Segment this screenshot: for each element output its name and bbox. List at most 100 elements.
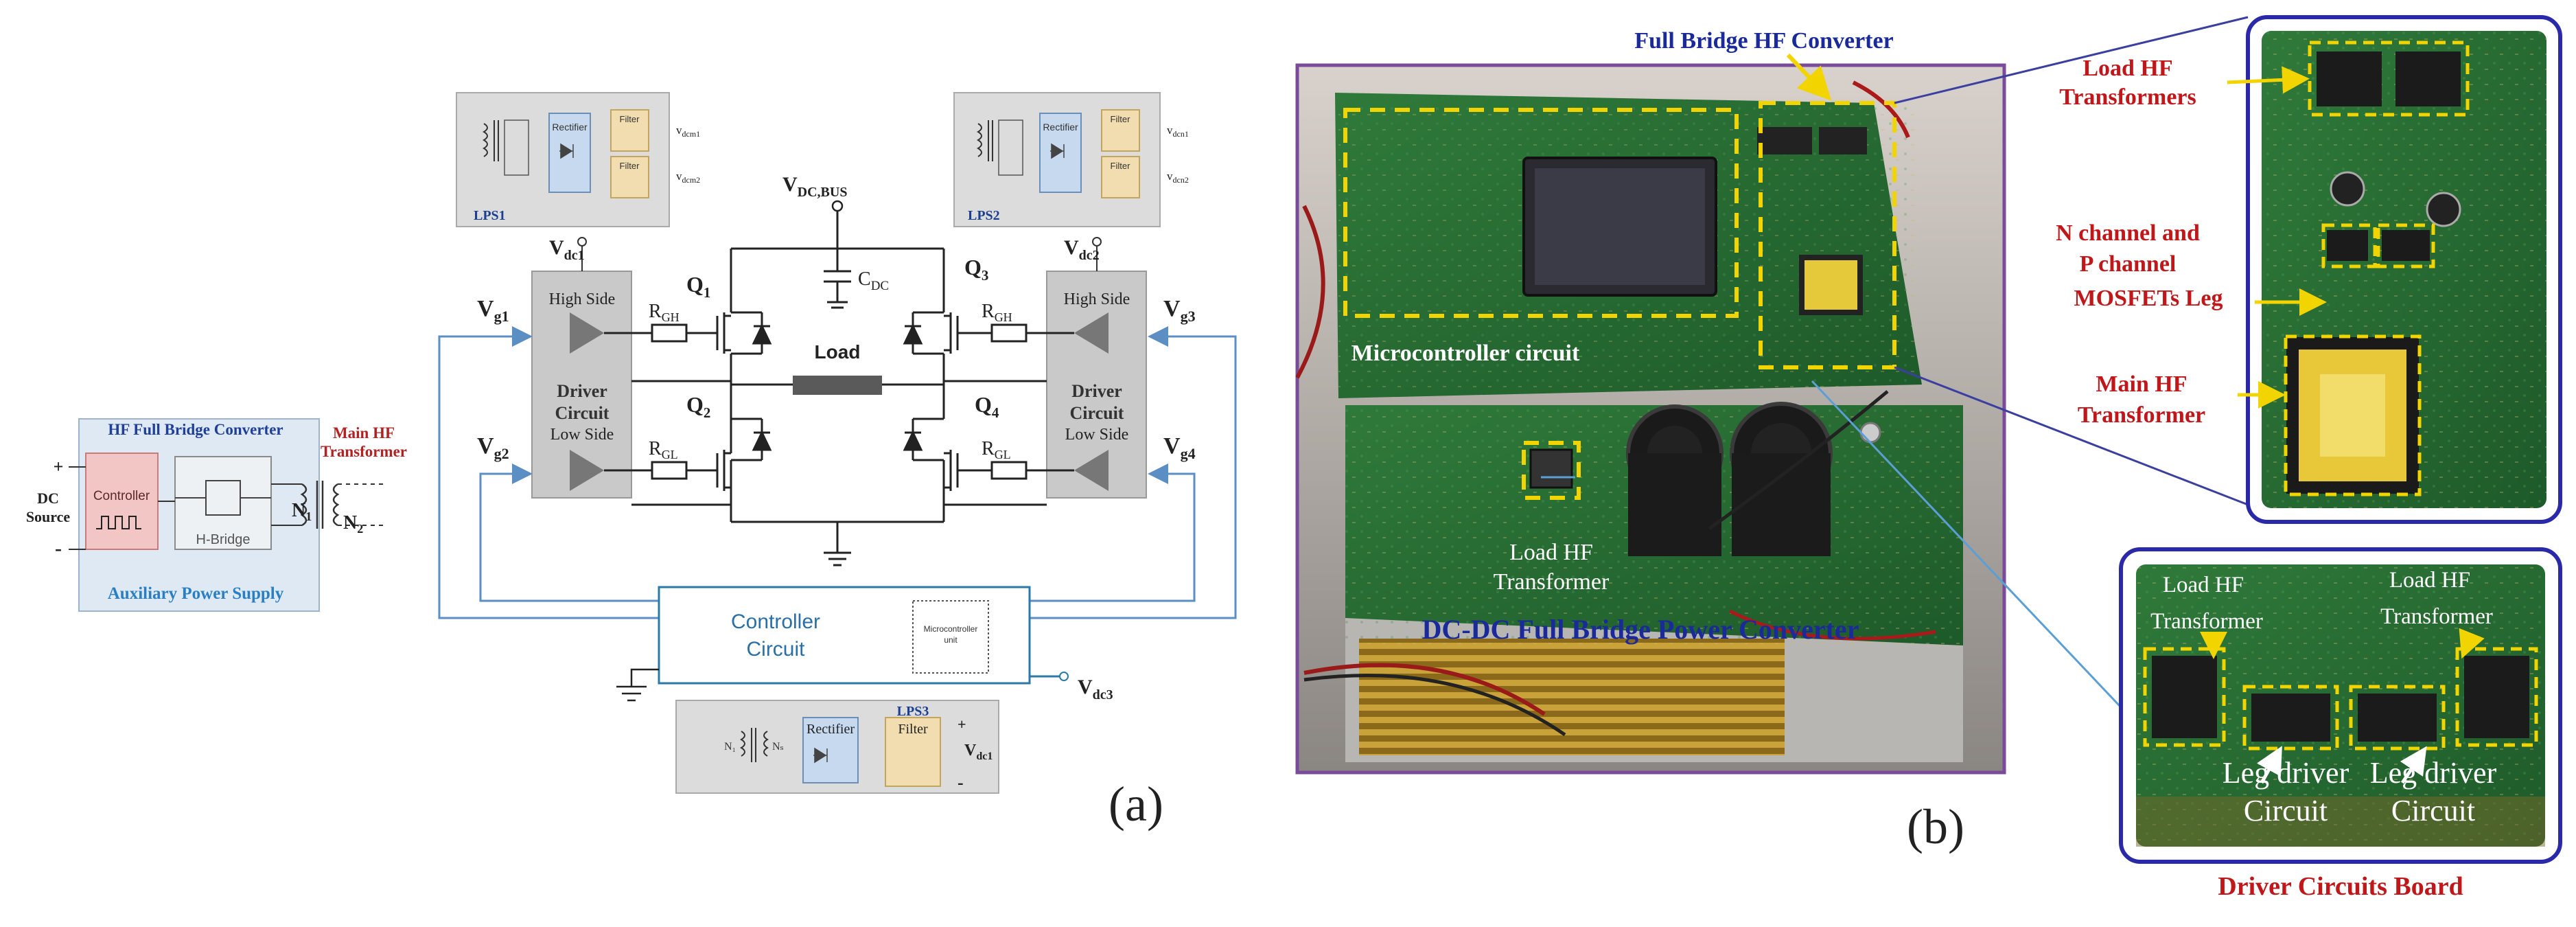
- lps2-filter-1: Filter: [1111, 114, 1131, 124]
- driver-load-hf-left-line2: Transformer: [2150, 609, 2263, 634]
- lps3-plus: +: [958, 716, 966, 733]
- left-high-side: High Side: [549, 290, 616, 308]
- lps3-n1: N₁: [724, 741, 736, 753]
- inset-driver-board: [2119, 547, 2562, 864]
- lps3-ns: Nₛ: [772, 741, 784, 753]
- lps2-out2: vdcn2: [1167, 170, 1189, 185]
- gate-signal-lines: [438, 326, 1237, 619]
- h-bridge-wiring: [604, 209, 1074, 566]
- q2-label: Q2: [686, 392, 710, 421]
- driver-load-hf-right-line2: Transformer: [2380, 604, 2493, 629]
- aux-plus: +: [54, 457, 64, 477]
- driver-load-hf-right-line1: Load HF: [2389, 568, 2470, 593]
- q4-label: Q4: [975, 392, 999, 421]
- left-driver-line2: Circuit: [555, 403, 610, 423]
- aux-transformer-icon: [271, 481, 384, 529]
- panel-a-letter: (a): [1109, 777, 1163, 832]
- inset-connector-lines: [1541, 16, 2249, 709]
- lps3-block: N₁ Nₛ Rectifier Filter LPS3 + - Vdc1: [675, 700, 999, 794]
- leg-driver-right-line1: Leg driver: [2370, 756, 2497, 790]
- controller-circuit-block: Controller Circuit Microcontroller unit: [616, 586, 1069, 702]
- right-driver-line1: Driver: [1071, 381, 1122, 401]
- right-driver-line2: Circuit: [1070, 403, 1124, 423]
- inset-bottom-arrows: [2200, 628, 2485, 784]
- leg-driver-left-line1: Leg driver: [2223, 756, 2349, 790]
- inset-bottom-highlight-boxes: [2143, 647, 2538, 751]
- main-hf-line2: Transformer: [321, 443, 407, 460]
- lps1-block: Rectifier Filter Filter vdcm1 vdcm2 LPS1: [456, 92, 700, 227]
- vg4-label: Vg4: [1163, 433, 1196, 462]
- q1-label: Q1: [686, 272, 710, 301]
- full-bridge-hf-label: Full Bridge HF Converter: [1634, 28, 1893, 54]
- vdc1-label: Vdc1: [549, 236, 585, 263]
- inset-mosfet-board: [2246, 15, 2562, 524]
- micro-circuit-label: Microcontroller circuit: [1351, 341, 1580, 366]
- inset-main-hf-line1: Main HF: [2096, 371, 2187, 397]
- left-low-side: Low Side: [550, 426, 614, 444]
- q3-label: Q3: [964, 255, 988, 284]
- photo-load-hf-line2: Transformer: [1494, 569, 1610, 595]
- aux-title: HF Full Bridge Converter: [108, 421, 283, 438]
- top-label-arrow: [1786, 53, 1832, 101]
- chip-label-line2: unit: [944, 635, 958, 645]
- photo-load-hf-line1: Load HF: [1509, 540, 1593, 565]
- aux-n2: N2: [343, 512, 363, 536]
- inset-load-hf-line1: Load HF: [2082, 56, 2172, 81]
- lps3-rectifier: Rectifier: [807, 722, 855, 737]
- mosfet-label-line2: P channel: [2080, 251, 2177, 277]
- controller-line2: Circuit: [746, 638, 805, 661]
- lps3-out: Vdc1: [964, 742, 993, 762]
- leg-driver-right-line2: Circuit: [2391, 794, 2475, 827]
- right-high-side: High Side: [1064, 290, 1130, 308]
- aux-n1: N1: [292, 500, 312, 523]
- lps1-rectifier: Rectifier: [552, 122, 588, 133]
- lps1-filter-2: Filter: [620, 161, 640, 171]
- mosfet-q3-icon: [903, 311, 959, 355]
- lps3-minus: -: [958, 772, 964, 792]
- vdc-bus-label: VDC,BUS: [782, 173, 847, 200]
- dcdc-converter-label: DC-DC Full Bridge Power Converter: [1422, 614, 1859, 645]
- controller-line1: Controller: [731, 610, 820, 633]
- aux-minus: -: [55, 537, 62, 560]
- inset-top-arrows: [2227, 66, 2327, 409]
- vg2-label: Vg2: [477, 433, 509, 462]
- lps3-name: LPS3: [897, 704, 929, 719]
- right-low-side: Low Side: [1065, 426, 1129, 444]
- lps3-filter: Filter: [898, 722, 928, 737]
- lps2-out1: vdcn1: [1167, 124, 1189, 139]
- inset-top-highlight-boxes: [2284, 41, 2470, 496]
- lps1-out1: vdcm1: [676, 124, 700, 139]
- aux-dc-line1: DC: [37, 490, 59, 507]
- lps2-name: LPS2: [968, 208, 1000, 223]
- vdc2-label: Vdc2: [1064, 236, 1100, 263]
- inset-main-hf-line2: Transformer: [2078, 402, 2205, 428]
- aux-dc-line2: Source: [26, 508, 71, 525]
- rgh-right: RGH: [982, 301, 1012, 324]
- vg1-label: Vg1: [477, 296, 509, 325]
- aux-hbridge-label: H-Bridge: [196, 532, 251, 547]
- rgl-left: RGL: [649, 438, 678, 461]
- lps2-rectifier: Rectifier: [1043, 122, 1078, 133]
- mosfet-label-line1: N channel and: [2056, 220, 2200, 246]
- microcontroller-chip-icon: [912, 600, 989, 674]
- vg3-label: Vg3: [1163, 296, 1196, 325]
- panel-b-letter: (b): [1907, 799, 1964, 854]
- lps2-block: Rectifier Filter Filter vdcn1 vdcn2 LPS2: [953, 92, 1189, 227]
- lps2-filter-2: Filter: [1111, 161, 1131, 171]
- left-driver-line1: Driver: [557, 381, 607, 401]
- mosfet-label-line3: MOSFETs Leg: [2074, 286, 2223, 311]
- chip-label-line1: Microcontroller: [924, 624, 978, 634]
- driver-load-hf-left-line1: Load HF: [2163, 573, 2244, 597]
- load-resistor-icon: [793, 376, 882, 395]
- gate-resistors: [651, 323, 1028, 480]
- cdc-label: CDC: [858, 268, 889, 293]
- rgh-left: RGH: [649, 301, 680, 324]
- main-photo: [1295, 63, 2006, 775]
- lps1-filter-1: Filter: [620, 114, 640, 124]
- lps1-out2: vdcm2: [676, 170, 700, 185]
- lps1-name: LPS1: [474, 208, 506, 223]
- aux-footer: Auxiliary Power Supply: [108, 584, 284, 603]
- right-driver-circuit: High Side Driver Circuit Low Side: [1046, 237, 1147, 499]
